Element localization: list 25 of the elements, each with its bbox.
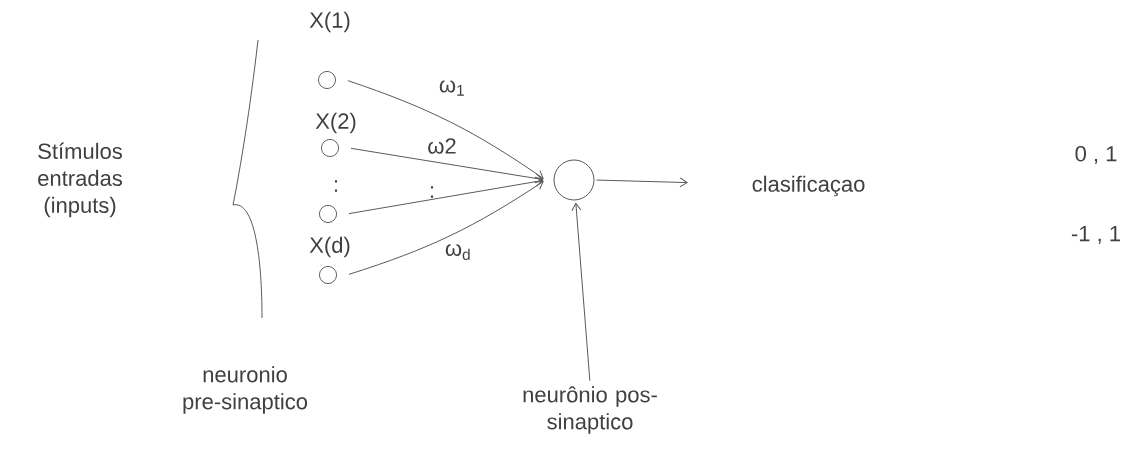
neuron-circle: [319, 266, 337, 284]
annotation-text: Stímulos entradas (inputs): [38, 142, 122, 218]
input-label: X(1): [309, 11, 350, 33]
output-label: clasificaçao: [752, 175, 865, 197]
arrow: [596, 177, 688, 188]
arrow: [571, 202, 591, 382]
neuron-circle: [553, 159, 595, 201]
neuron-circle: [321, 139, 339, 157]
edge-label: ω$_{1}$: [437, 79, 467, 97]
output-values: 0 , 1: [1075, 145, 1117, 165]
edge-label: ω$_{d}$: [443, 243, 473, 261]
input-label: X(d): [309, 236, 350, 258]
edge-label: ω2: [426, 137, 458, 155]
arrow: [348, 176, 544, 215]
output-values: -1 , 1: [1071, 226, 1120, 244]
input-label: X(2): [315, 112, 356, 134]
neuron-label: neurônio pos-sinaptico: [523, 386, 657, 434]
neuron-circle: [319, 205, 337, 223]
arrow: [348, 181, 544, 275]
annotation-text: neuronio pre-sinaptico: [183, 366, 308, 414]
ellipsis: :: [334, 180, 338, 192]
neuron-circle: [318, 71, 336, 89]
ellipsis: :: [430, 186, 434, 198]
arrow: [347, 80, 544, 179]
arrow: [350, 147, 544, 184]
